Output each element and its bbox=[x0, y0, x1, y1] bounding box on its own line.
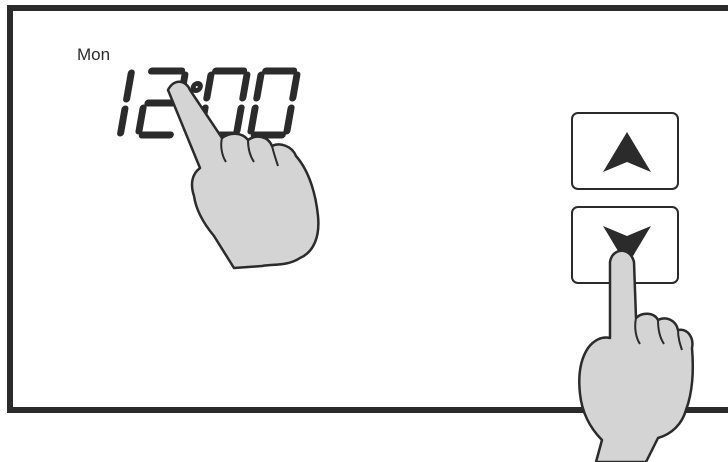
up-button[interactable] bbox=[571, 112, 679, 190]
pointing-hand-icon bbox=[576, 244, 706, 462]
digit-1 bbox=[121, 73, 132, 133]
day-label: Mon bbox=[77, 45, 110, 65]
up-arrow-icon bbox=[573, 114, 681, 192]
pointing-hand-icon bbox=[150, 76, 330, 276]
